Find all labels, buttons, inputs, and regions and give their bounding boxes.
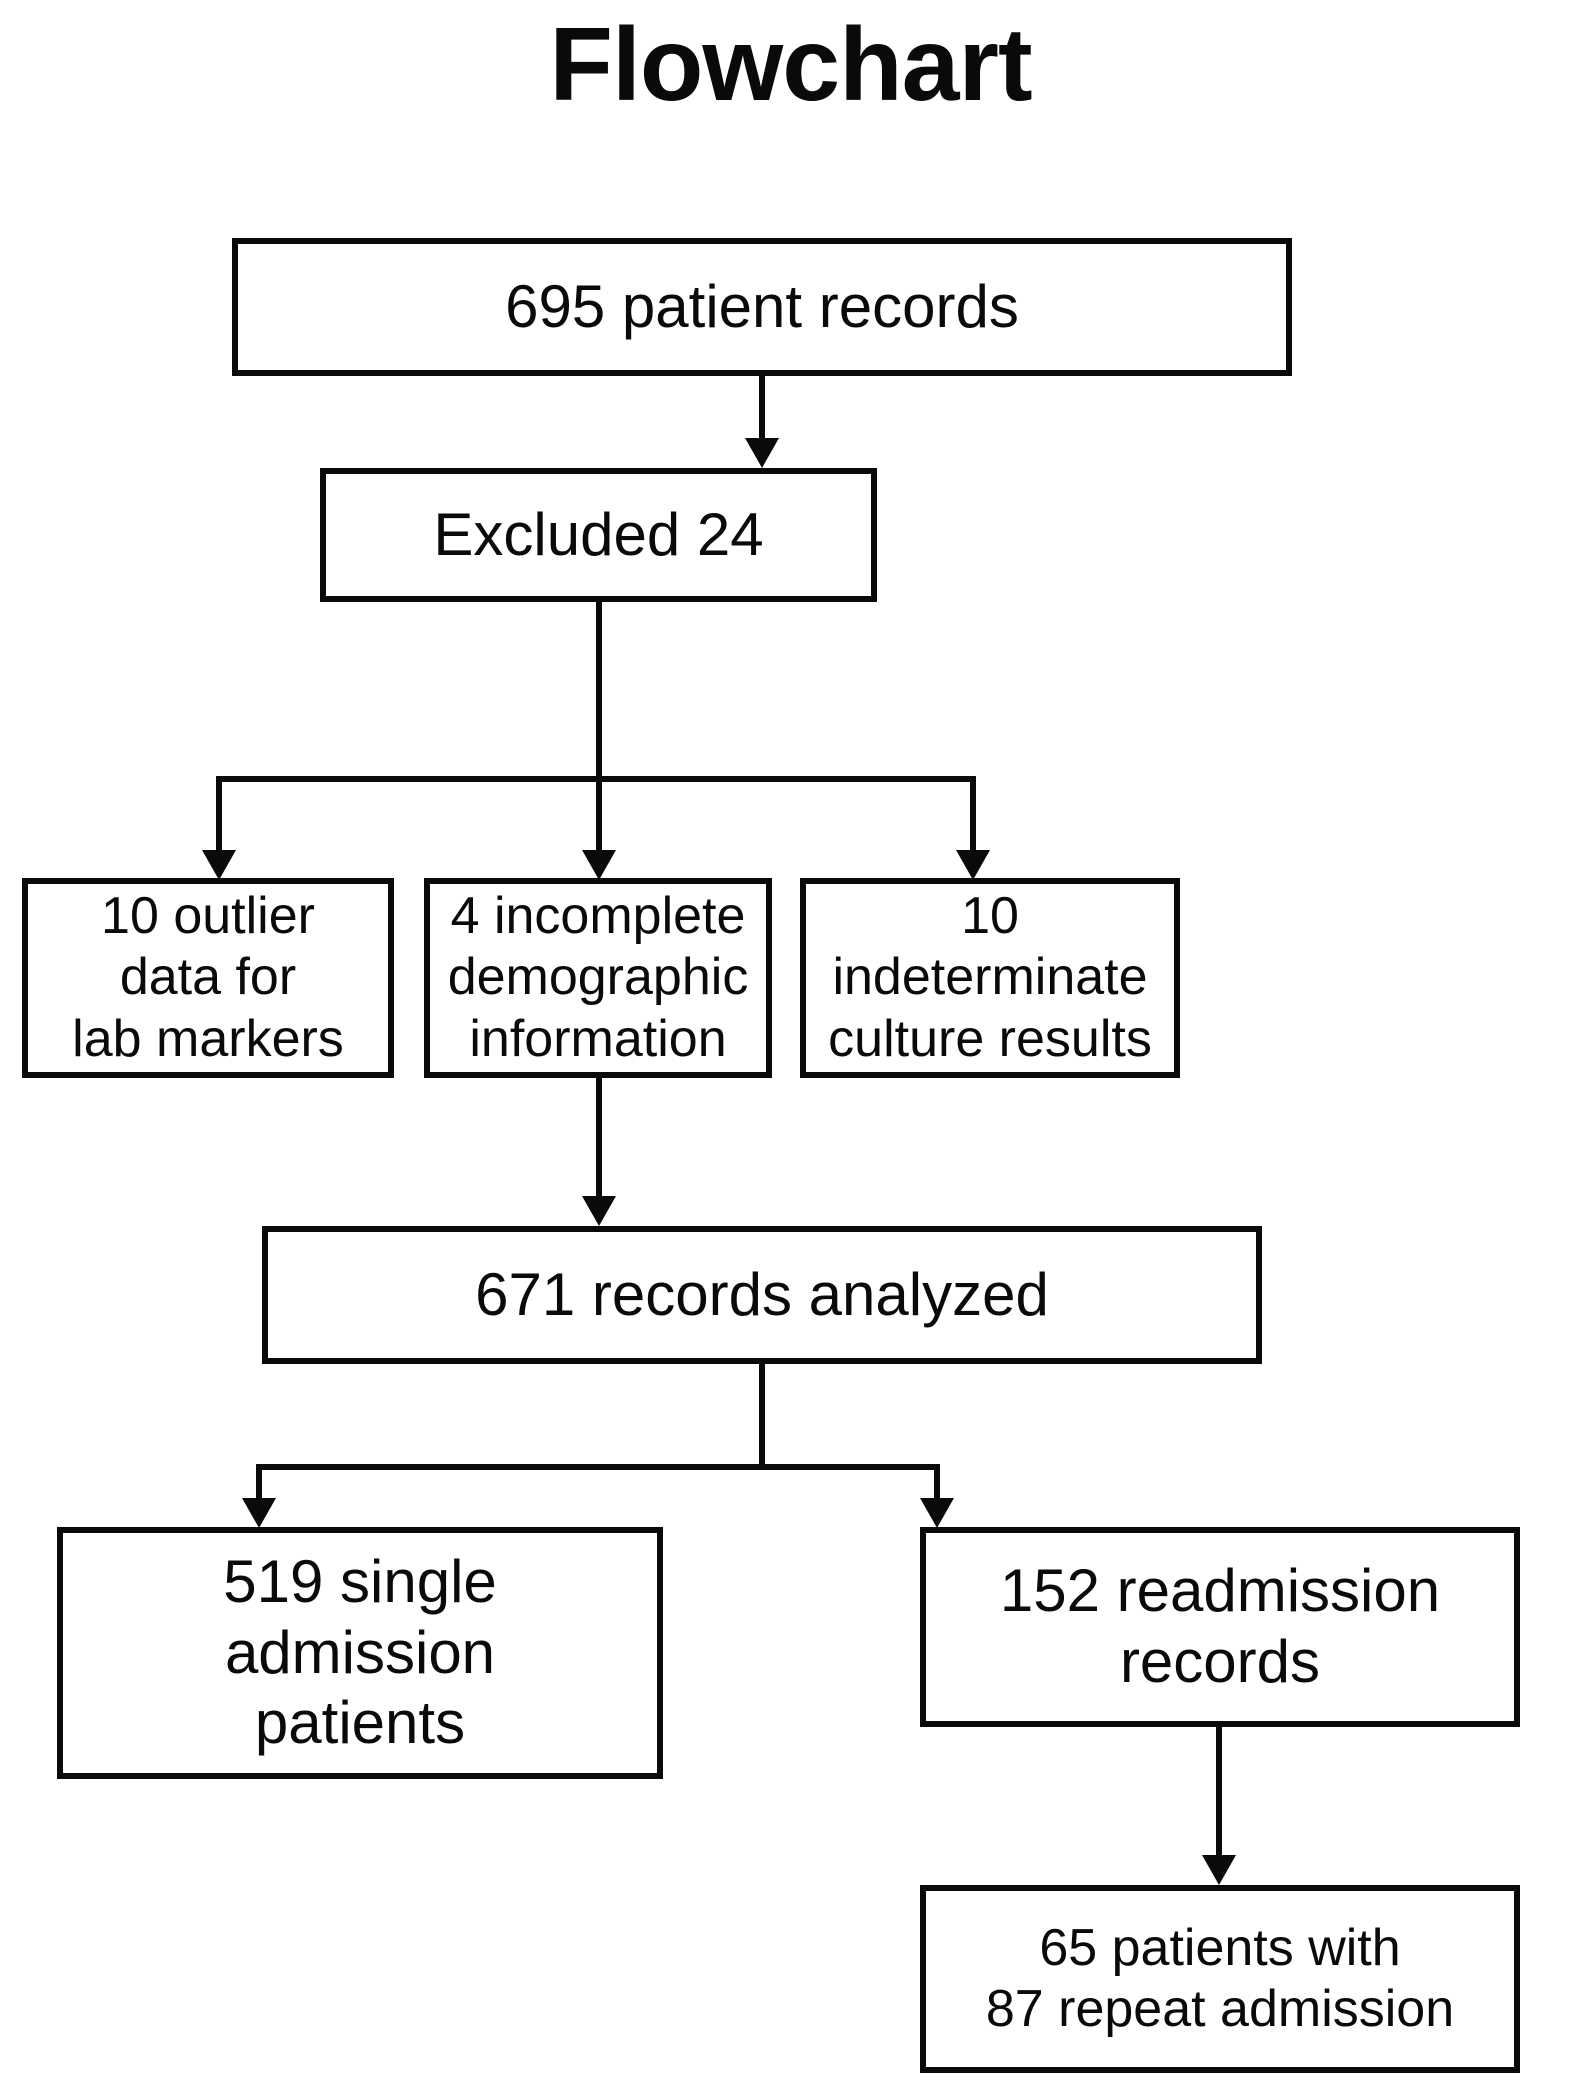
- edge-readmission-to-repeat-arrow: [1202, 1855, 1236, 1885]
- node-records-analyzed-label: 671 records analyzed: [475, 1260, 1049, 1328]
- edge-analyzed-to-readmission-drop: [934, 1464, 940, 1522]
- node-excluded-demographics: 4 incomplete demographic information: [424, 878, 772, 1078]
- edge-excluded-to-culture-drop: [970, 776, 976, 850]
- edge-records-total-to-excluded-line: [759, 376, 765, 438]
- edge-analyzed-to-readmission-arrow: [920, 1498, 954, 1528]
- edge-readmission-to-repeat-line: [1216, 1727, 1222, 1855]
- node-single-admission-label: 519 single admission patients: [223, 1547, 497, 1757]
- edge-excluded-to-outliers-drop: [216, 776, 222, 850]
- page-title: Flowchart: [549, 7, 1032, 123]
- node-records-total-label: 695 patient records: [505, 272, 1019, 340]
- node-excluded-culture-label: 10 indeterminate culture results: [828, 886, 1152, 1068]
- node-excluded-outliers-label: 10 outlier data for lab markers: [72, 886, 344, 1068]
- node-excluded-demographics-label: 4 incomplete demographic information: [447, 886, 749, 1068]
- edge-analyzed-to-single-drop: [256, 1464, 262, 1522]
- edge-excluded-to-outliers-arrow: [202, 850, 236, 880]
- edge-excluded-to-demographics-drop: [596, 776, 602, 850]
- node-repeat-admission: 65 patients with 87 repeat admission: [920, 1885, 1520, 2073]
- edge-excluded-to-demographics-arrow: [582, 850, 616, 880]
- node-excluded-outliers: 10 outlier data for lab markers: [22, 878, 394, 1078]
- node-records-total: 695 patient records: [232, 238, 1292, 376]
- edge-excluded-to-culture-arrow: [956, 850, 990, 880]
- edge-demographics-to-analyzed-arrow: [582, 1196, 616, 1226]
- edge-analyzed-stem: [759, 1364, 765, 1470]
- node-excluded-label: Excluded 24: [433, 500, 764, 568]
- node-readmission-records-label: 152 readmission records: [999, 1557, 1441, 1695]
- node-repeat-admission-label: 65 patients with 87 repeat admission: [985, 1918, 1455, 2038]
- edge-demographics-to-analyzed-line: [596, 1078, 602, 1196]
- node-readmission-records: 152 readmission records: [920, 1527, 1520, 1727]
- node-single-admission: 519 single admission patients: [57, 1527, 663, 1779]
- node-excluded: Excluded 24: [320, 468, 877, 602]
- edge-excluded-stem: [596, 602, 602, 782]
- node-excluded-culture: 10 indeterminate culture results: [800, 878, 1180, 1078]
- edge-analyzed-to-single-arrow: [242, 1498, 276, 1528]
- node-records-analyzed: 671 records analyzed: [262, 1226, 1262, 1364]
- edge-records-total-to-excluded-arrow: [745, 438, 779, 468]
- edge-analyzed-fan-bar: [256, 1464, 940, 1470]
